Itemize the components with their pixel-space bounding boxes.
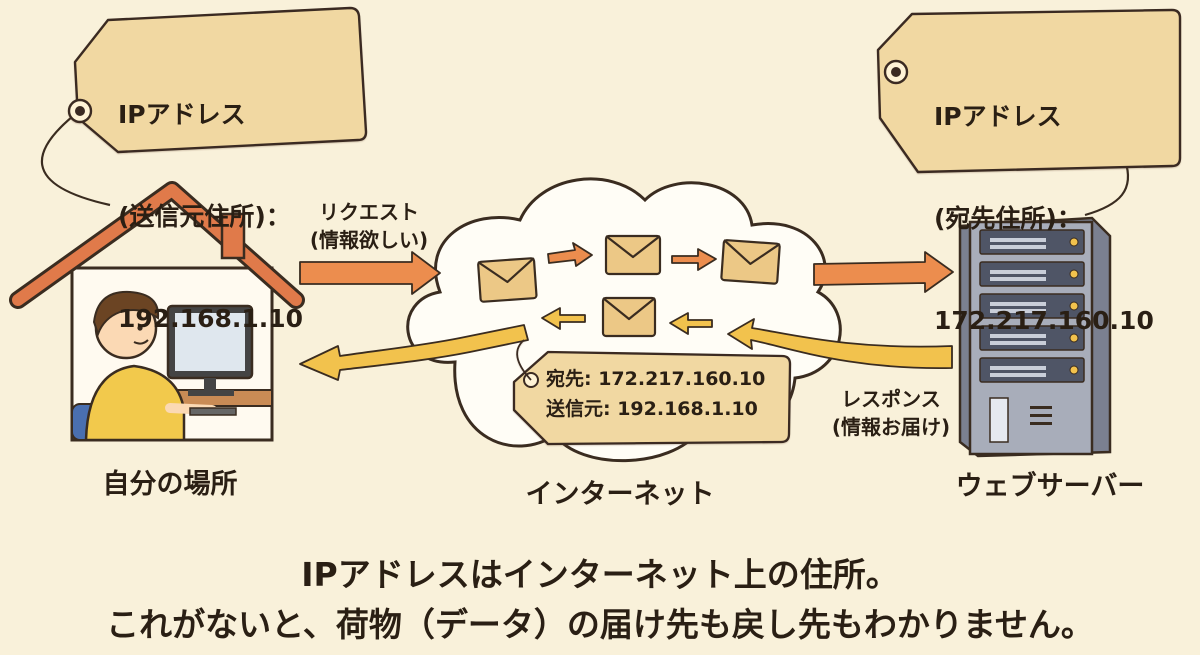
dest-tag-line2: (宛先住所)：: [934, 204, 1082, 233]
caption-line2: これがないと、荷物（データ）の届け先も戻し先もわかりません。: [106, 605, 1094, 644]
envelope-icon: [720, 239, 781, 285]
dest-tag-ip: 172.217.160.10: [934, 306, 1154, 335]
source-tag-string: [41, 111, 111, 207]
source-ip-tag: [67, 6, 368, 154]
source-tag-ip: 192.168.1.10: [118, 304, 304, 333]
request-arrows: [299, 242, 954, 295]
source-tag-text: IPアドレス (送信元住所)： 192.168.1.10: [118, 30, 303, 370]
response-arrows: [299, 307, 953, 381]
envelope-icon: [477, 257, 538, 303]
internet-label: インターネット: [525, 479, 715, 510]
envelope-icon: [604, 234, 662, 276]
server-icon: [958, 216, 1112, 458]
envelope-icon: [601, 296, 657, 338]
response-label-line2: (情報お届け): [831, 415, 951, 439]
packet-tag-source: 送信元: 192.168.1.10: [546, 398, 758, 420]
source-tag-line1: IPアドレス: [118, 100, 246, 129]
server-label: ウェブサーバー: [955, 471, 1145, 502]
envelope-icons: [477, 234, 781, 338]
packet-address-tag: [512, 339, 792, 446]
dest-ip-tag: [876, 8, 1182, 174]
request-label-line1: リクエスト: [319, 200, 419, 224]
request-label-line2: (情報欲しい): [309, 228, 429, 252]
caption-line1: IPアドレスはインターネット上の住所。: [301, 555, 899, 594]
source-tag-line2: (送信元住所)：: [118, 202, 291, 231]
packet-tag-destination: 宛先: 172.217.160.10: [546, 368, 766, 390]
request-label: リクエスト (情報欲しい): [284, 198, 454, 254]
response-label: レスポンス (情報お届け): [806, 385, 976, 441]
packet-tag-text: 宛先: 172.217.160.10 送信元: 192.168.1.10: [546, 364, 765, 424]
house-icon: [9, 181, 305, 442]
dest-tag-text: IPアドレス (宛先住所)： 172.217.160.10: [934, 32, 1154, 372]
response-label-line1: レスポンス: [841, 387, 941, 411]
dest-tag-string: [1084, 159, 1130, 217]
dest-tag-line1: IPアドレス: [934, 102, 1062, 131]
home-label: 自分の場所: [102, 469, 238, 500]
